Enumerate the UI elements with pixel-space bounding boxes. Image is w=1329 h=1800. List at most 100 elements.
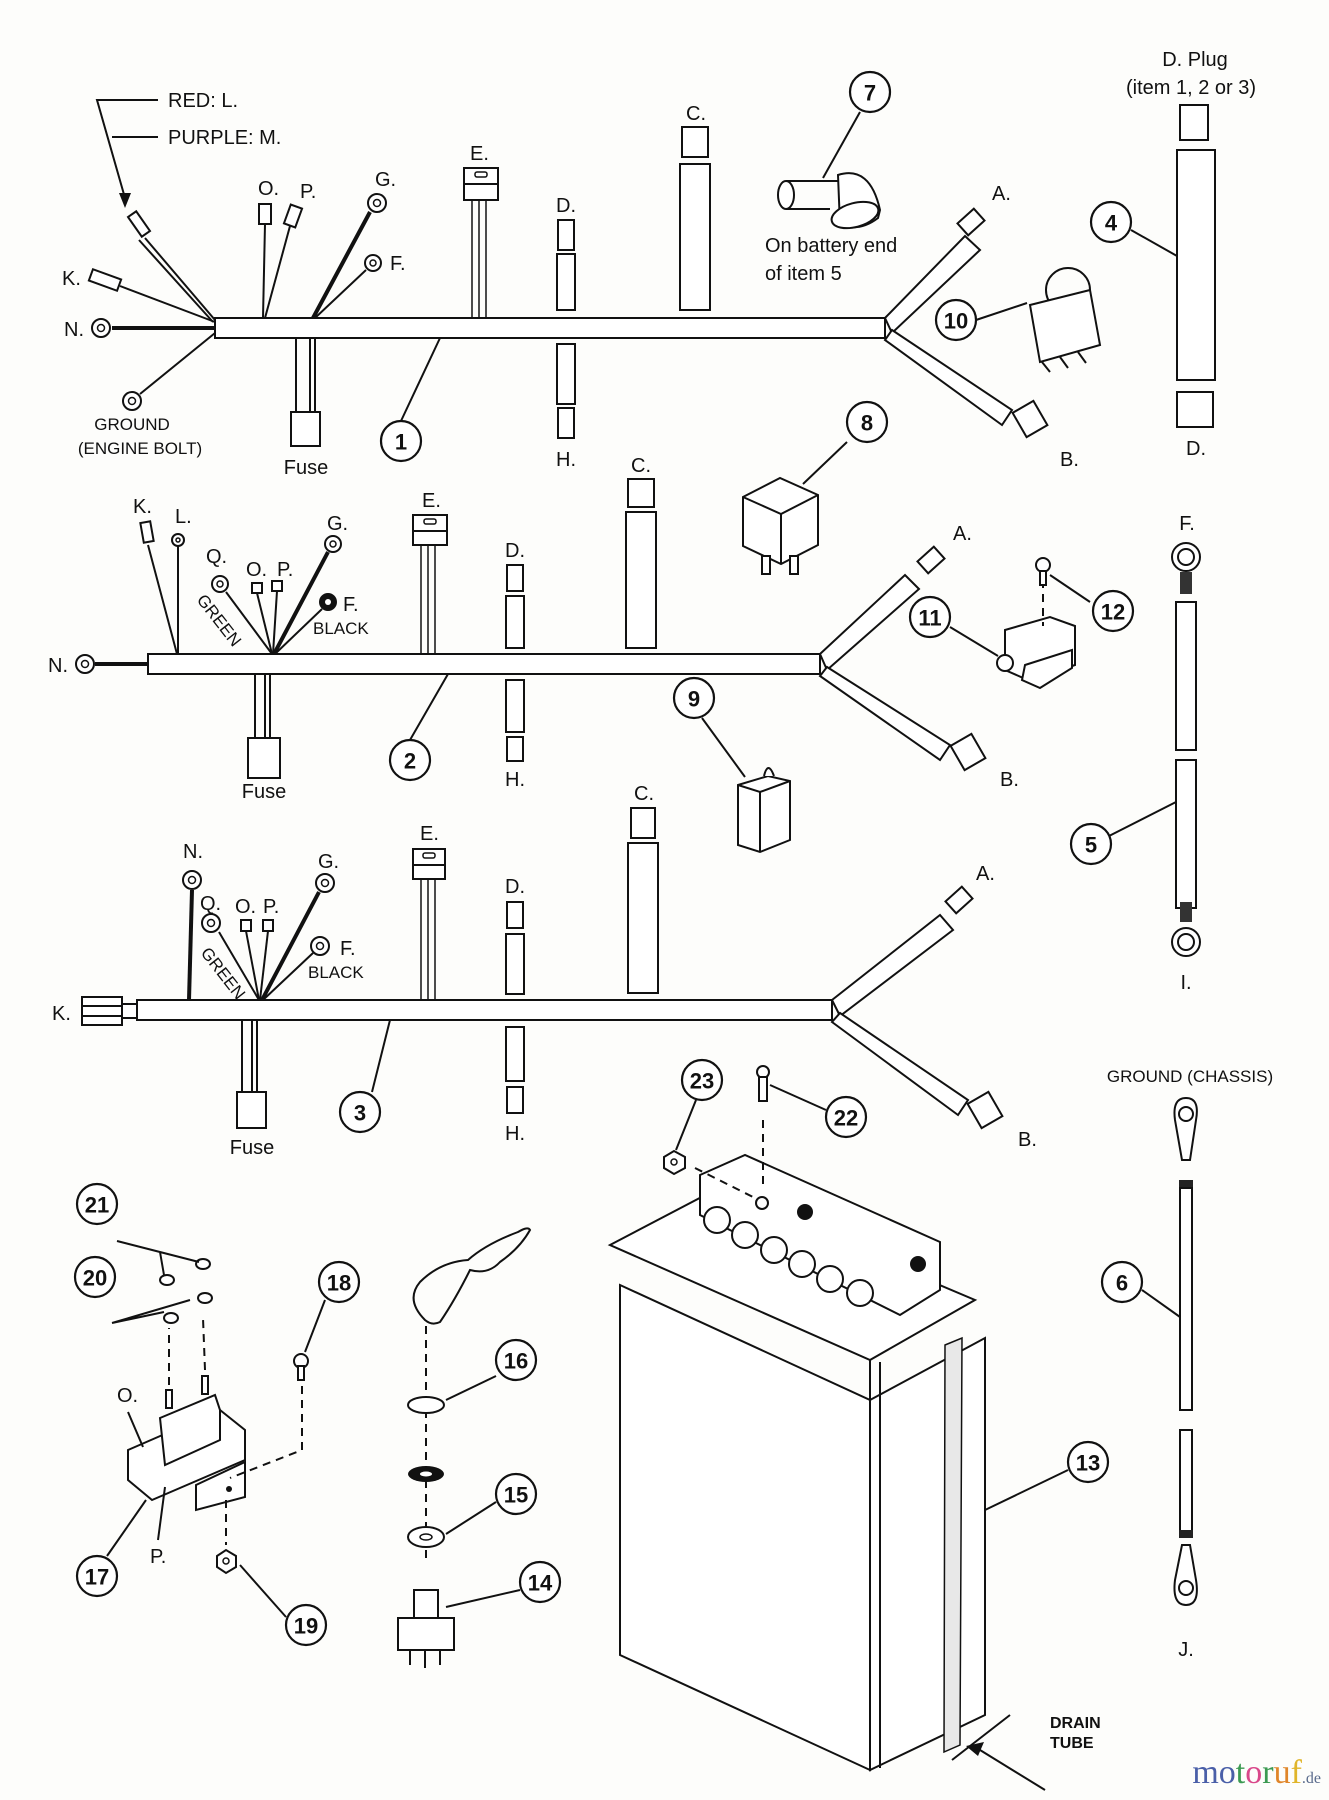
callout-15: 15: [494, 1472, 538, 1516]
callout-number: 2: [404, 749, 416, 774]
callout-number: 20: [83, 1266, 107, 1291]
callout-number: 11: [918, 606, 941, 631]
callout-circle: [338, 1090, 382, 1134]
item5-top: F.: [1179, 513, 1195, 535]
label-e: E.: [470, 143, 489, 165]
label-k: K.: [52, 1003, 71, 1025]
k-connector-icon: [87, 267, 123, 293]
callout-22: 22: [824, 1095, 868, 1139]
harness-1: RED: L. PURPLE: M. K. N. GROUND (ENGINE …: [62, 90, 1079, 479]
bullet-connector-icon: [126, 209, 152, 239]
watermark-tld: .de: [1301, 1770, 1321, 1787]
label-engine-bolt: (ENGINE BOLT): [78, 439, 202, 458]
label-red-l: RED: L.: [168, 90, 238, 112]
callout-number: 5: [1085, 833, 1097, 858]
callout-number: 13: [1076, 1451, 1100, 1476]
item-8-relay: [742, 476, 819, 575]
callout-circle: [75, 1554, 119, 1598]
label-o: O.: [258, 178, 279, 200]
item4-top-2: (item 1, 2 or 3): [1126, 77, 1256, 99]
callout-number: 10: [944, 309, 968, 334]
ring-terminal-icon: [367, 193, 387, 213]
label-b: B.: [1060, 449, 1079, 471]
label-b: B.: [1018, 1129, 1037, 1151]
label-e: E.: [420, 823, 439, 845]
callout-7: 7: [848, 70, 892, 114]
label-k: K.: [133, 496, 152, 518]
callout-circle: [848, 70, 892, 114]
callout-18: 18: [317, 1260, 361, 1304]
callout-8: 8: [845, 400, 889, 444]
callout-5: 5: [1069, 822, 1113, 866]
battery: DRAIN TUBE: [607, 1065, 1101, 1791]
label-d: D.: [505, 540, 525, 562]
callout-circle: [1089, 200, 1133, 244]
label-p: P.: [263, 896, 279, 918]
harness-2: N. K. L. Q. O. P. G. F. GREEN BLACK Fuse: [48, 455, 1019, 803]
callout-number: 17: [85, 1565, 109, 1590]
callout-16: 16: [494, 1338, 538, 1382]
label-b: B.: [1000, 769, 1019, 791]
callout-1: 1: [379, 419, 423, 463]
label-c: C.: [631, 455, 651, 477]
item-11-switch: [996, 580, 1076, 690]
callout-23: 23: [680, 1058, 724, 1102]
callout-19: 19: [284, 1603, 328, 1647]
item7-note-2: of item 5: [765, 263, 842, 285]
callout-circle: [388, 738, 432, 782]
label-fuse: Fuse: [242, 781, 286, 803]
watermark-letter: u: [1273, 1754, 1291, 1791]
callout-number: 14: [528, 1571, 553, 1596]
item-4-plug-cable: D. Plug (item 1, 2 or 3) D.: [1126, 49, 1256, 460]
callout-number: 9: [688, 687, 700, 712]
d-plug-bottom-icon: [1176, 391, 1214, 428]
d-plug-top-icon: [1179, 104, 1209, 141]
watermark-letter: o: [1218, 1754, 1236, 1791]
label-f: F.: [390, 253, 406, 275]
label-h: H.: [505, 1123, 525, 1145]
callout-circle: [73, 1255, 117, 1299]
item-12-screw: [1035, 557, 1051, 586]
label-green: GREEN: [197, 944, 249, 1003]
watermark-letter: m: [1192, 1754, 1219, 1791]
label-d: D.: [556, 195, 576, 217]
watermark-letter: f: [1290, 1754, 1302, 1791]
item-6-ground-cable: GROUND (CHASSIS) J.: [1107, 1067, 1273, 1661]
callout-number: 4: [1105, 211, 1118, 236]
arrow-icon: [119, 193, 131, 208]
callout-circle: [317, 1260, 361, 1304]
arrow-icon: [966, 1742, 984, 1756]
label-g: G.: [327, 513, 348, 535]
callout-number: 12: [1101, 600, 1125, 625]
label-g: G.: [375, 169, 396, 191]
ignition-assembly: [397, 1227, 532, 1668]
watermark-letters: motoruf: [1192, 1754, 1302, 1792]
callout-17: 17: [75, 1554, 119, 1598]
callout-circle: [824, 1095, 868, 1139]
label-purple-m: PURPLE: M.: [168, 127, 281, 149]
callout-number: 6: [1116, 1271, 1128, 1296]
item5-bottom: I.: [1180, 972, 1191, 994]
callout-number: 21: [85, 1193, 109, 1218]
label-a: A.: [953, 523, 972, 545]
callout-circle: [518, 1560, 562, 1604]
key-icon: [412, 1227, 532, 1325]
label-n: N.: [64, 319, 84, 341]
watermark-letter: r: [1262, 1754, 1274, 1791]
item6-top: GROUND (CHASSIS): [1107, 1067, 1273, 1086]
item6-bottom: J.: [1178, 1639, 1194, 1661]
item-5-cable: F. I.: [1171, 513, 1201, 994]
callout-number: 1: [395, 430, 407, 455]
label-fuse: Fuse: [230, 1137, 274, 1159]
item-7-boot: On battery end of item 5: [765, 172, 897, 285]
callout-12: 12: [1091, 589, 1135, 633]
callout-11: 11: [908, 595, 952, 639]
d-connector-icon: [557, 219, 575, 251]
label-o: O.: [246, 559, 267, 581]
p-connector-icon: [282, 203, 304, 229]
label-n: N.: [48, 655, 68, 677]
ring-terminal-icon: [364, 254, 382, 272]
label-n: N.: [183, 841, 203, 863]
label-a: A.: [976, 863, 995, 885]
callout-3: 3: [338, 1090, 382, 1134]
